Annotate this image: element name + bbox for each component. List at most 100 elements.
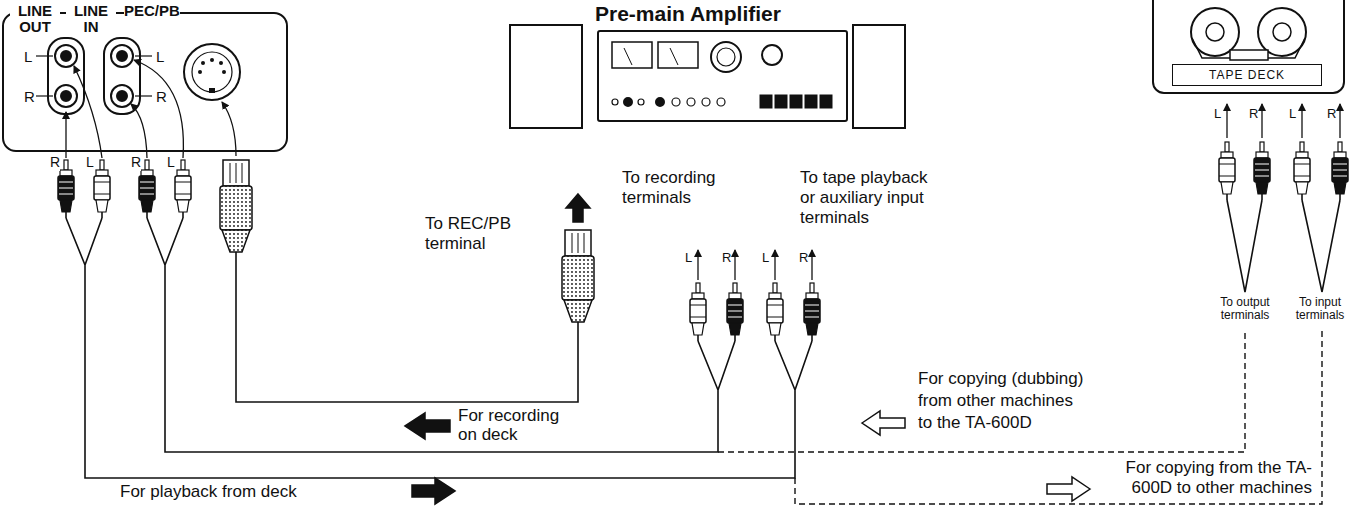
terminal-name: PEC/PB xyxy=(124,3,180,19)
deck-panel-jacks xyxy=(111,45,133,67)
flow-arrow xyxy=(405,194,1090,504)
rca-plug xyxy=(1332,142,1348,200)
deck-panel-jacks xyxy=(117,51,127,61)
channel-letter: L xyxy=(685,250,692,266)
channel-letter: L xyxy=(24,48,32,65)
amplifier-front xyxy=(624,98,632,106)
deck-panel-jacks xyxy=(209,88,215,93)
terminal-name: LINE OUT xyxy=(10,3,60,35)
amplifier-front xyxy=(612,42,652,68)
amplifier-front xyxy=(820,95,832,108)
amplifier-front xyxy=(672,98,680,106)
deck-panel-jacks xyxy=(210,58,214,62)
rca-plug xyxy=(1254,142,1270,200)
amplifier-front xyxy=(762,45,782,65)
deck-panel-jacks xyxy=(36,38,240,114)
channel-letter: L xyxy=(86,154,94,171)
deck-panel-jacks xyxy=(104,38,140,114)
direction-arrow xyxy=(734,250,735,280)
usage-note: For playback from deck xyxy=(120,482,297,501)
dubbing-cable xyxy=(795,330,1322,504)
amplifier-front xyxy=(760,95,772,108)
direction-arrow xyxy=(698,104,1340,280)
deck-panel-jacks xyxy=(184,44,240,100)
rca-plug xyxy=(139,160,155,218)
deck-panel-jacks xyxy=(55,85,77,107)
terminal-note: To recording terminals xyxy=(622,168,752,208)
tape-deck-reels xyxy=(1191,8,1306,60)
deck-panel-jacks xyxy=(36,55,53,56)
amplifier-box: Pre-main Amplifier xyxy=(597,30,848,122)
plug-insert-arrow xyxy=(66,60,236,158)
deck-rear-panel: LINE OUTLINE INPEC/PBLRLR xyxy=(2,12,288,152)
direction-arrow xyxy=(1301,104,1302,138)
deck-panel-jacks xyxy=(36,95,53,96)
flow-arrow xyxy=(1047,477,1090,501)
amplifier-front xyxy=(805,95,817,108)
flow-arrow xyxy=(412,478,455,504)
channel-letter: L xyxy=(156,48,164,65)
terminal-note: To REC/PB terminal xyxy=(425,214,545,254)
direction-arrow xyxy=(1261,104,1262,138)
rca-plug xyxy=(727,283,743,341)
amplifier-front xyxy=(775,95,787,108)
channel-letter: L xyxy=(167,154,175,171)
rca-plug xyxy=(1219,142,1235,200)
tape-deck-box: TAPE DECK xyxy=(1152,0,1345,94)
amplifier-front xyxy=(612,99,618,105)
deck-panel-jacks xyxy=(61,51,71,61)
direction-arrow xyxy=(811,250,812,280)
deck-panel-jacks xyxy=(219,61,223,65)
amplifier-front xyxy=(853,25,905,128)
usage-note: For copying (dubbing) from other machine… xyxy=(918,368,1088,434)
tape-deck-reels xyxy=(1230,50,1268,60)
amplifier-front xyxy=(658,42,698,68)
direction-arrow xyxy=(697,250,698,280)
amplifier-front xyxy=(702,98,710,106)
deck-panel-jacks xyxy=(192,52,232,92)
channel-letter: R xyxy=(1327,106,1336,122)
rca-plug xyxy=(690,283,706,341)
terminal-note: To output terminals xyxy=(1215,296,1275,322)
plug-insert-arrow xyxy=(222,102,236,156)
flow-arrow xyxy=(862,411,905,435)
plug-insert-arrow xyxy=(134,60,183,158)
deck-panel-jacks xyxy=(201,61,205,65)
rca-plug xyxy=(767,283,783,341)
din-plug xyxy=(220,160,252,260)
terminal-note: To tape playback or auxiliary input term… xyxy=(800,168,940,228)
din-plug xyxy=(220,160,594,330)
amplifier-front xyxy=(711,42,741,72)
dubbing-cable xyxy=(718,330,1245,452)
direction-arrow xyxy=(1339,104,1340,138)
terminal-name: LINE IN xyxy=(66,3,116,35)
rca-plug xyxy=(804,283,820,341)
tape-deck-reels xyxy=(1206,23,1224,41)
amplifier-front xyxy=(687,98,695,106)
cable xyxy=(236,260,578,402)
amplifier-front xyxy=(510,25,905,128)
channel-letter: L xyxy=(1214,106,1221,122)
rca-plug xyxy=(94,160,110,218)
channel-letter: R xyxy=(50,154,60,171)
channel-letter: L xyxy=(1289,106,1296,122)
terminal-note: To input terminals xyxy=(1292,296,1348,322)
deck-panel-jacks xyxy=(117,91,127,101)
device-title: Pre-main Amplifier xyxy=(595,2,781,26)
rca-plug xyxy=(175,160,191,218)
amplifier-front xyxy=(656,98,664,106)
flow-arrow xyxy=(566,194,590,222)
usage-note: For copying from the TA-600D to other ma… xyxy=(1097,458,1312,498)
cable xyxy=(1227,200,1340,292)
channel-letter: R xyxy=(24,88,35,105)
amplifier-front xyxy=(717,98,725,106)
plug-insert-arrow xyxy=(131,104,147,158)
amplifier-front xyxy=(717,48,735,66)
amplifier-front xyxy=(670,48,678,65)
amplifier-front xyxy=(638,99,644,105)
tape-deck-reels xyxy=(1273,23,1291,41)
channel-letter: R xyxy=(799,250,808,266)
deck-panel-jacks xyxy=(222,70,226,74)
